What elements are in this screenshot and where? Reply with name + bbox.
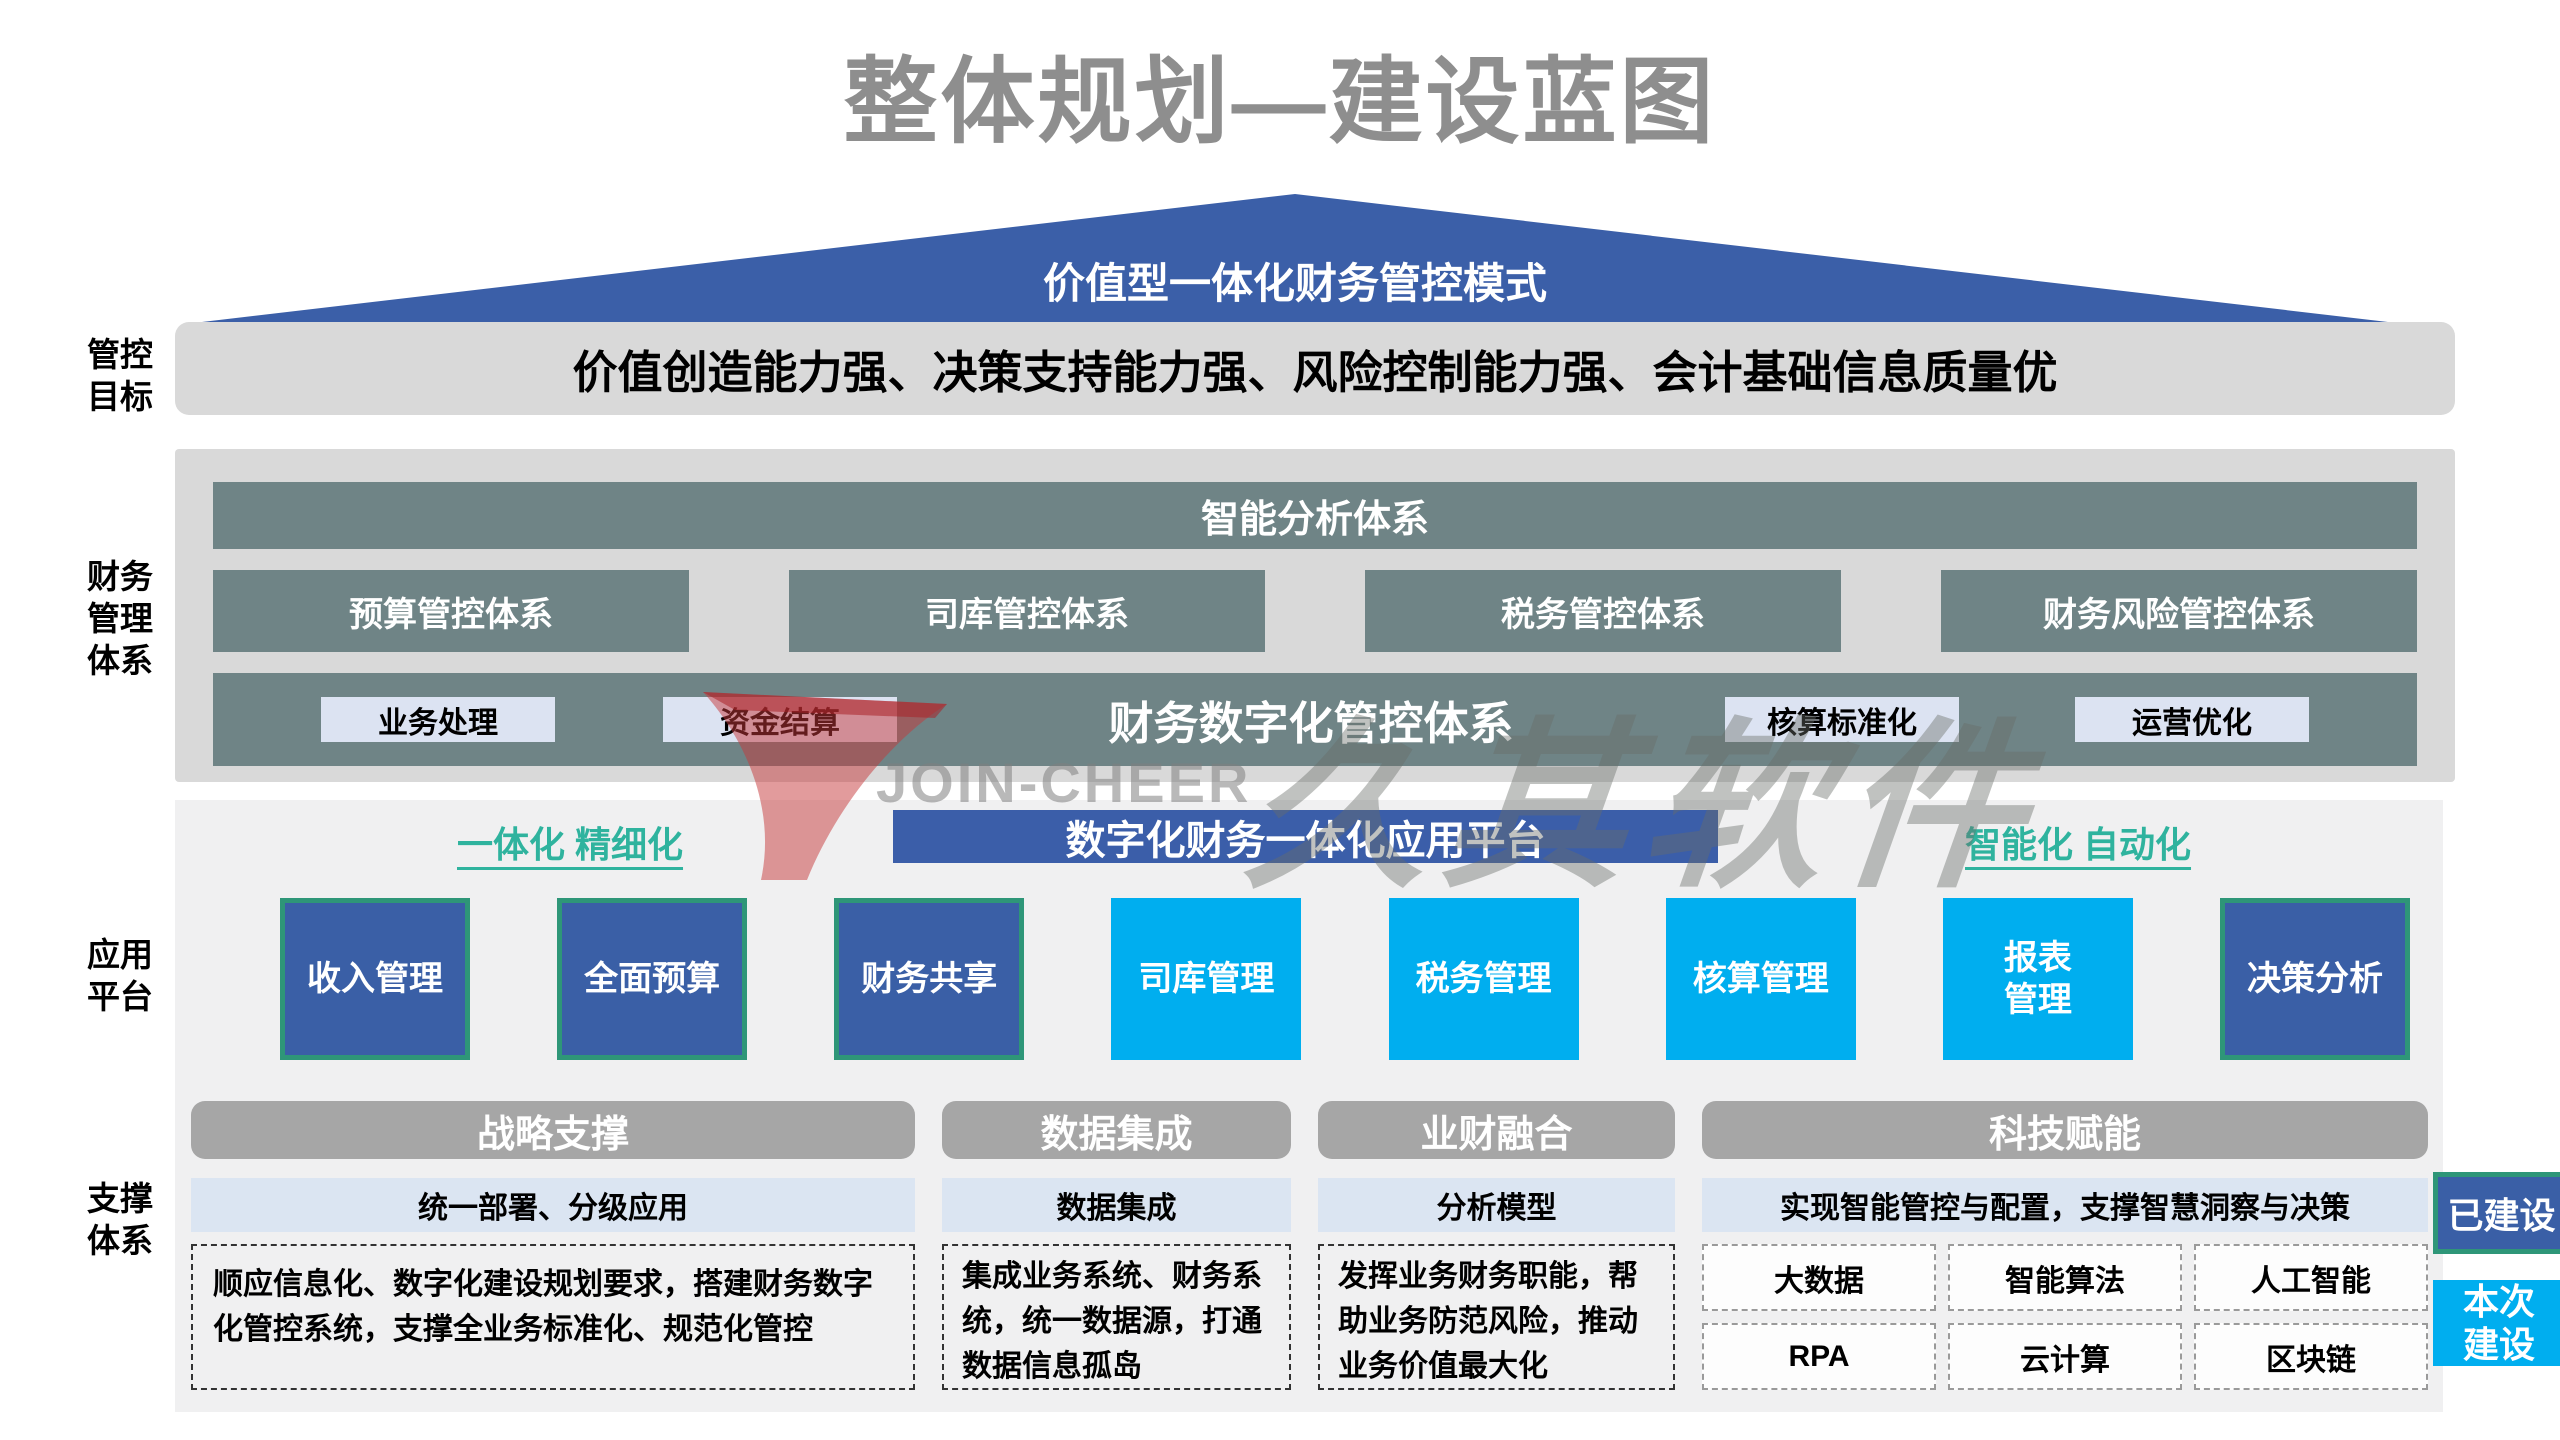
- support-body-business-finance: 发挥业务财务职能，帮助业务防范风险，推动业务价值最大化: [1318, 1244, 1675, 1390]
- digital-control-bar: 业务处理 资金结算 财务数字化管控体系 核算标准化 运营优化: [213, 673, 2417, 766]
- application-boxes-row: 收入管理 全面预算 财务共享 司库管理 税务管理 核算管理 报表 管理 决策分析: [280, 898, 2410, 1060]
- app-box-accounting: 核算管理: [1665, 898, 1856, 1060]
- support-subtitle-data-integration: 数据集成: [942, 1178, 1291, 1232]
- app-box-reporting: 报表 管理: [1942, 898, 2133, 1060]
- support-subtitle-strategy: 统一部署、分级应用: [191, 1178, 915, 1232]
- support-column-data-integration: 数据集成 数据集成 集成业务系统、财务系统，统一数据源，打通数据信息孤岛: [942, 1101, 1291, 1390]
- side-label-goal: 管控 目标: [87, 336, 153, 416]
- tech-cell-cloud: 云计算: [1948, 1323, 2182, 1390]
- tag-integration-refinement: 一体化 精细化: [457, 824, 684, 865]
- legend-built-badge: 已建设: [2433, 1172, 2560, 1254]
- support-header-technology: 科技赋能: [1702, 1101, 2428, 1159]
- support-column-technology: 科技赋能 实现智能管控与配置，支撑智慧洞察与决策 大数据 智能算法 人工智能 R…: [1702, 1101, 2428, 1390]
- support-header-strategy: 战略支撑: [191, 1101, 915, 1159]
- app-box-shared-finance: 财务共享: [834, 898, 1025, 1060]
- app-box-decision-analysis: 决策分析: [2219, 898, 2410, 1060]
- side-label-apps: 应用 平台: [87, 936, 153, 1016]
- tech-cell-intelligent-algorithm: 智能算法: [1948, 1244, 2182, 1311]
- support-header-business-finance: 业财融合: [1318, 1101, 1675, 1159]
- finance-systems-row: 预算管控体系 司库管控体系 税务管控体系 财务风险管控体系: [213, 570, 2417, 652]
- platform-title-bar: 数字化财务一体化应用平台: [893, 810, 1718, 863]
- technology-grid: 大数据 智能算法 人工智能 RPA 云计算 区块链: [1702, 1244, 2428, 1390]
- analysis-system-bar: 智能分析体系: [213, 482, 2417, 549]
- finance-panel: 智能分析体系 预算管控体系 司库管控体系 税务管控体系 财务风险管控体系 业务处…: [175, 449, 2455, 782]
- system-box-treasury: 司库管控体系: [789, 570, 1265, 652]
- side-label-finance: 财务 管理 体系: [87, 558, 153, 680]
- application-platform-panel: 一体化 精细化 数字化财务一体化应用平台 智能化 自动化 收入管理 全面预算 财…: [175, 800, 2443, 1412]
- tech-cell-ai: 人工智能: [2194, 1244, 2428, 1311]
- support-column-business-finance: 业财融合 分析模型 发挥业务财务职能，帮助业务防范风险，推动业务价值最大化: [1318, 1101, 1675, 1390]
- goal-bar: 价值创造能力强、决策支持能力强、风险控制能力强、会计基础信息质量优: [175, 322, 2455, 415]
- app-box-budget: 全面预算: [557, 898, 748, 1060]
- tech-cell-blockchain: 区块链: [2194, 1323, 2428, 1390]
- chip-fund-settlement: 资金结算: [663, 697, 897, 742]
- support-body-data-integration: 集成业务系统、财务系统，统一数据源，打通数据信息孤岛: [942, 1244, 1291, 1390]
- app-box-tax: 税务管理: [1388, 898, 1579, 1060]
- side-label-support: 支撑 体系: [87, 1180, 153, 1260]
- chip-operation-optimization: 运营优化: [2075, 697, 2309, 742]
- system-box-tax: 税务管控体系: [1365, 570, 1841, 652]
- chip-accounting-standardization: 核算标准化: [1725, 697, 1959, 742]
- chip-business-processing: 业务处理: [321, 697, 555, 742]
- support-columns-row: 战略支撑 统一部署、分级应用 顺应信息化、数字化建设规划要求，搭建财务数字化管控…: [191, 1101, 2429, 1390]
- page-title: 整体规划—建设蓝图: [843, 49, 1717, 154]
- support-column-strategy: 战略支撑 统一部署、分级应用 顺应信息化、数字化建设规划要求，搭建财务数字化管控…: [191, 1101, 915, 1390]
- digital-control-title: 财务数字化管控体系: [1108, 698, 1514, 749]
- tag-intelligent-automation: 智能化 自动化: [1965, 824, 2192, 865]
- tech-cell-big-data: 大数据: [1702, 1244, 1936, 1311]
- tech-cell-rpa: RPA: [1702, 1323, 1936, 1390]
- app-box-treasury: 司库管理: [1111, 898, 1302, 1060]
- support-subtitle-business-finance: 分析模型: [1318, 1178, 1675, 1232]
- roof-label: 价值型一体化财务管控模式: [1042, 260, 1547, 307]
- support-body-strategy: 顺应信息化、数字化建设规划要求，搭建财务数字化管控系统，支撑全业务标准化、规范化…: [191, 1244, 915, 1390]
- legend-current-badge: 本次 建设: [2433, 1280, 2560, 1366]
- support-header-data-integration: 数据集成: [942, 1101, 1291, 1159]
- system-box-budget: 预算管控体系: [213, 570, 689, 652]
- system-box-risk: 财务风险管控体系: [1941, 570, 2417, 652]
- app-box-revenue: 收入管理: [280, 898, 470, 1060]
- support-subtitle-technology: 实现智能管控与配置，支撑智慧洞察与决策: [1702, 1178, 2428, 1232]
